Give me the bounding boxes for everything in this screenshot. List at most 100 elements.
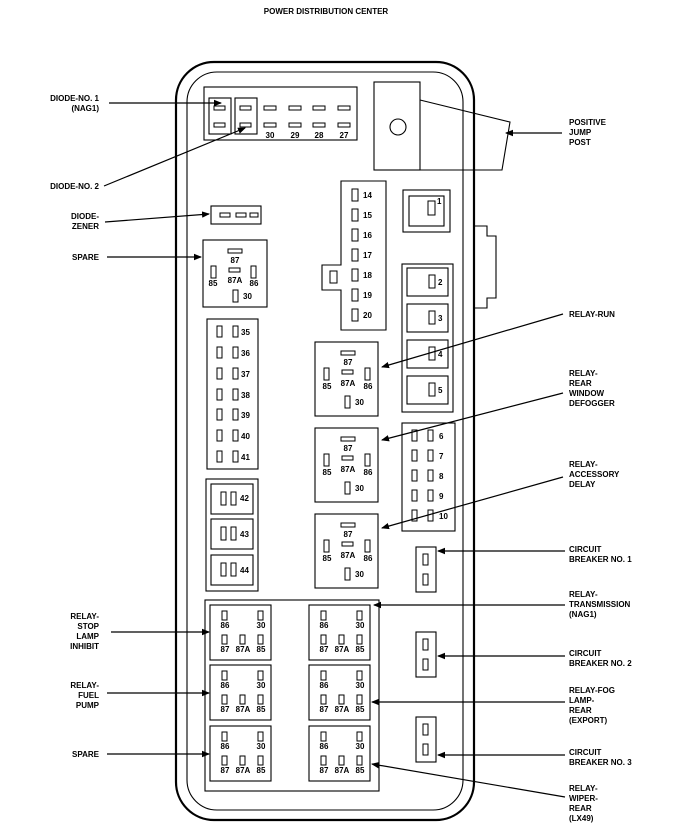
fuse-number-36: 36 (241, 349, 250, 358)
svg-text:SPARE: SPARE (72, 253, 100, 262)
maxi-fuse-1-socket (402, 189, 451, 233)
svg-text:TRANSMISSION: TRANSMISSION (569, 600, 631, 609)
fuse-number-40: 40 (241, 432, 250, 441)
fuse-number-30: 30 (266, 131, 275, 140)
housing-outer (174, 60, 476, 822)
svg-text:(NAG1): (NAG1) (71, 104, 99, 113)
fuse-number-19: 19 (363, 291, 372, 300)
svg-text:87: 87 (221, 705, 230, 714)
svg-text:86: 86 (320, 681, 329, 690)
svg-text:87A: 87A (341, 379, 356, 388)
jump-post-stud (389, 118, 407, 136)
relay-accessory-delay (314, 513, 379, 589)
svg-text:STOP: STOP (77, 622, 99, 631)
leader-relay-rear-window (381, 392, 564, 442)
svg-text:FUEL: FUEL (78, 691, 99, 700)
svg-text:85: 85 (356, 766, 365, 775)
fuse-number-20: 20 (363, 311, 372, 320)
mini-fuse-block-a (321, 180, 387, 331)
fuse-number-35: 35 (241, 328, 250, 337)
svg-text:87: 87 (221, 645, 230, 654)
svg-text:DELAY: DELAY (569, 480, 596, 489)
svg-text:86: 86 (320, 742, 329, 751)
svg-text:WIPER-: WIPER- (569, 794, 598, 803)
relay-fuel-pump (209, 664, 272, 721)
jump-post-cable (419, 99, 511, 171)
label-relay-wiper-rear: RELAY- WIPER- REAR (LX49) (569, 784, 598, 823)
svg-text:86: 86 (221, 742, 230, 751)
svg-text:87A: 87A (236, 766, 251, 775)
maxi-fuse-block (401, 263, 454, 413)
top-fuse-slots (263, 105, 351, 128)
svg-text:CIRCUIT: CIRCUIT (569, 545, 602, 554)
label-relay-fog-lamp-rear: RELAY-FOG LAMP- REAR (EXPORT) (569, 686, 615, 725)
fuse-number-42: 42 (240, 494, 249, 503)
label-diode-zener: DIODE- ZENER (71, 212, 99, 231)
svg-text:DIODE-: DIODE- (71, 212, 99, 221)
svg-text:BREAKER NO. 1: BREAKER NO. 1 (569, 555, 632, 564)
fuse-number-29: 29 (291, 131, 300, 140)
fuse-number-7: 7 (439, 452, 444, 461)
fuse-number-10: 10 (439, 512, 448, 521)
svg-text:87: 87 (320, 766, 329, 775)
svg-text:30: 30 (356, 681, 365, 690)
svg-text:87A: 87A (335, 766, 350, 775)
fuse-number-16: 16 (363, 231, 372, 240)
svg-text:(NAG1): (NAG1) (569, 610, 597, 619)
svg-text:85: 85 (323, 468, 332, 477)
svg-text:30: 30 (257, 681, 266, 690)
svg-text:85: 85 (209, 279, 218, 288)
mini-fuse-block-b-slots (411, 429, 434, 522)
leader-relay-wiper (371, 762, 566, 798)
label-relay-transmission: RELAY- TRANSMISSION (NAG1) (569, 590, 631, 619)
svg-text:PUMP: PUMP (76, 701, 100, 710)
svg-text:CIRCUIT: CIRCUIT (569, 748, 602, 757)
svg-text:(LX49): (LX49) (569, 814, 594, 823)
svg-text:87A: 87A (236, 705, 251, 714)
svg-text:30: 30 (257, 742, 266, 751)
circuit-breaker-2 (415, 631, 437, 678)
svg-text:JUMP: JUMP (569, 128, 592, 137)
fuse-number-38: 38 (241, 391, 250, 400)
svg-text:RELAY-: RELAY- (569, 784, 598, 793)
label-circuit-breaker-2: CIRCUIT BREAKER NO. 2 (569, 649, 632, 668)
relay-rear-window-defogger (314, 427, 379, 503)
fuse-number-43: 43 (240, 530, 249, 539)
fuse-number-1: 1 (437, 197, 442, 206)
label-relay-run: RELAY-RUN (569, 310, 615, 319)
svg-text:ACCESSORY: ACCESSORY (569, 470, 620, 479)
svg-text:RELAY-: RELAY- (569, 460, 598, 469)
svg-text:DEFOGGER: DEFOGGER (569, 399, 615, 408)
relay-transmission (308, 604, 371, 661)
svg-text:86: 86 (364, 554, 373, 563)
fuse-number-9: 9 (439, 492, 444, 501)
leader-relay-run (381, 313, 564, 369)
svg-text:87: 87 (320, 705, 329, 714)
fuse-number-14: 14 (363, 191, 372, 200)
fuse-number-5: 5 (438, 386, 443, 395)
diode-no-1-socket (208, 97, 232, 135)
svg-text:30: 30 (243, 292, 252, 301)
svg-text:87A: 87A (228, 276, 243, 285)
relay-fog-lamp-rear (308, 664, 371, 721)
svg-text:LAMP: LAMP (76, 632, 99, 641)
label-circuit-breaker-3: CIRCUIT BREAKER NO. 3 (569, 748, 632, 767)
relay-run (314, 341, 379, 417)
label-circuit-breaker-1: CIRCUIT BREAKER NO. 1 (569, 545, 632, 564)
fuse-number-41: 41 (241, 453, 250, 462)
svg-text:INHIBIT: INHIBIT (70, 642, 99, 651)
svg-text:RELAY-FOG: RELAY-FOG (569, 686, 615, 695)
leader-relay-accessory (381, 476, 564, 530)
svg-text:87: 87 (231, 256, 240, 265)
diode-no-2-socket (234, 97, 258, 135)
mini-fuse-block-b (401, 422, 456, 532)
svg-text:DIODE-NO. 2: DIODE-NO. 2 (50, 182, 99, 191)
svg-text:86: 86 (250, 279, 259, 288)
svg-text:86: 86 (364, 468, 373, 477)
fuse-number-17: 17 (363, 251, 372, 260)
svg-text:SPARE: SPARE (72, 750, 100, 759)
label-relay-stop-lamp-inhibit: RELAY- STOP LAMP INHIBIT (70, 612, 100, 651)
fuse-number-3: 3 (438, 314, 443, 323)
svg-text:REAR: REAR (569, 379, 592, 388)
